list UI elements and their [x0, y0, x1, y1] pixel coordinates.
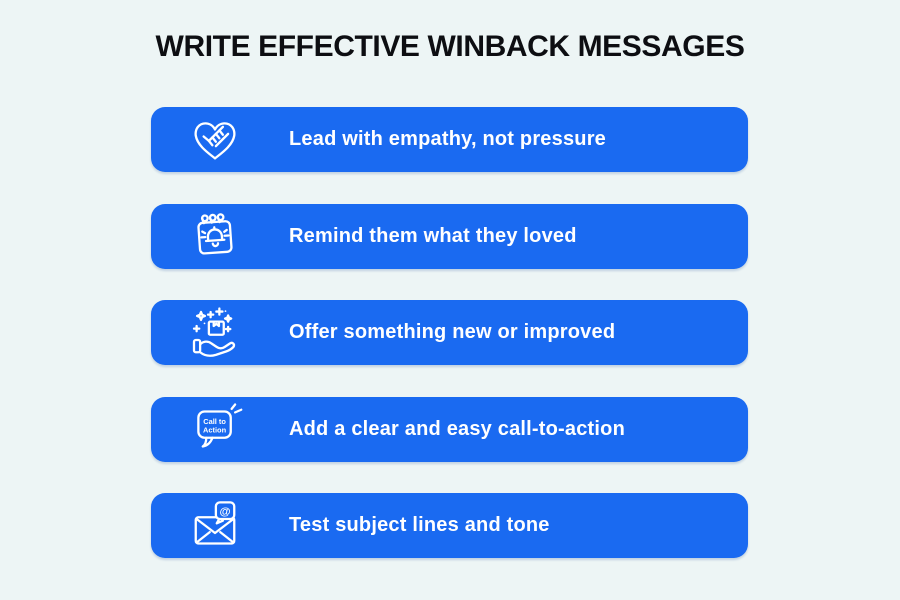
list-item: Call to Action Add a clear and easy call… [151, 396, 748, 462]
list-item: @ Test subject lines and tone [151, 493, 748, 558]
at-symbol: @ [220, 506, 231, 518]
cta-bubble-text-line1: Call to [203, 417, 226, 426]
list-item-label: Add a clear and easy call-to-action [289, 417, 625, 440]
list-item-label: Lead with empathy, not pressure [289, 128, 607, 150]
list-item-label: Test subject lines and tone [289, 514, 550, 536]
tips-list: Lead with empathy, not pressure [151, 107, 748, 558]
list-item: Offer something new or improved [151, 300, 748, 365]
calendar-bell-icon [187, 208, 243, 264]
list-item: Lead with empathy, not pressure [151, 107, 748, 172]
email-at-icon: @ [187, 498, 243, 554]
cta-bubble-text-line2: Action [203, 426, 227, 435]
page-title: WRITE EFFECTIVE WINBACK MESSAGES [155, 30, 745, 63]
gift-in-hand-icon [187, 305, 243, 361]
list-item-label: Offer something new or improved [289, 321, 616, 343]
handshake-heart-icon [187, 112, 243, 168]
call-to-action-bubble-icon: Call to Action [187, 401, 243, 457]
list-item-label: Remind them what they loved [289, 224, 577, 247]
list-item: Remind them what they loved [151, 203, 748, 269]
